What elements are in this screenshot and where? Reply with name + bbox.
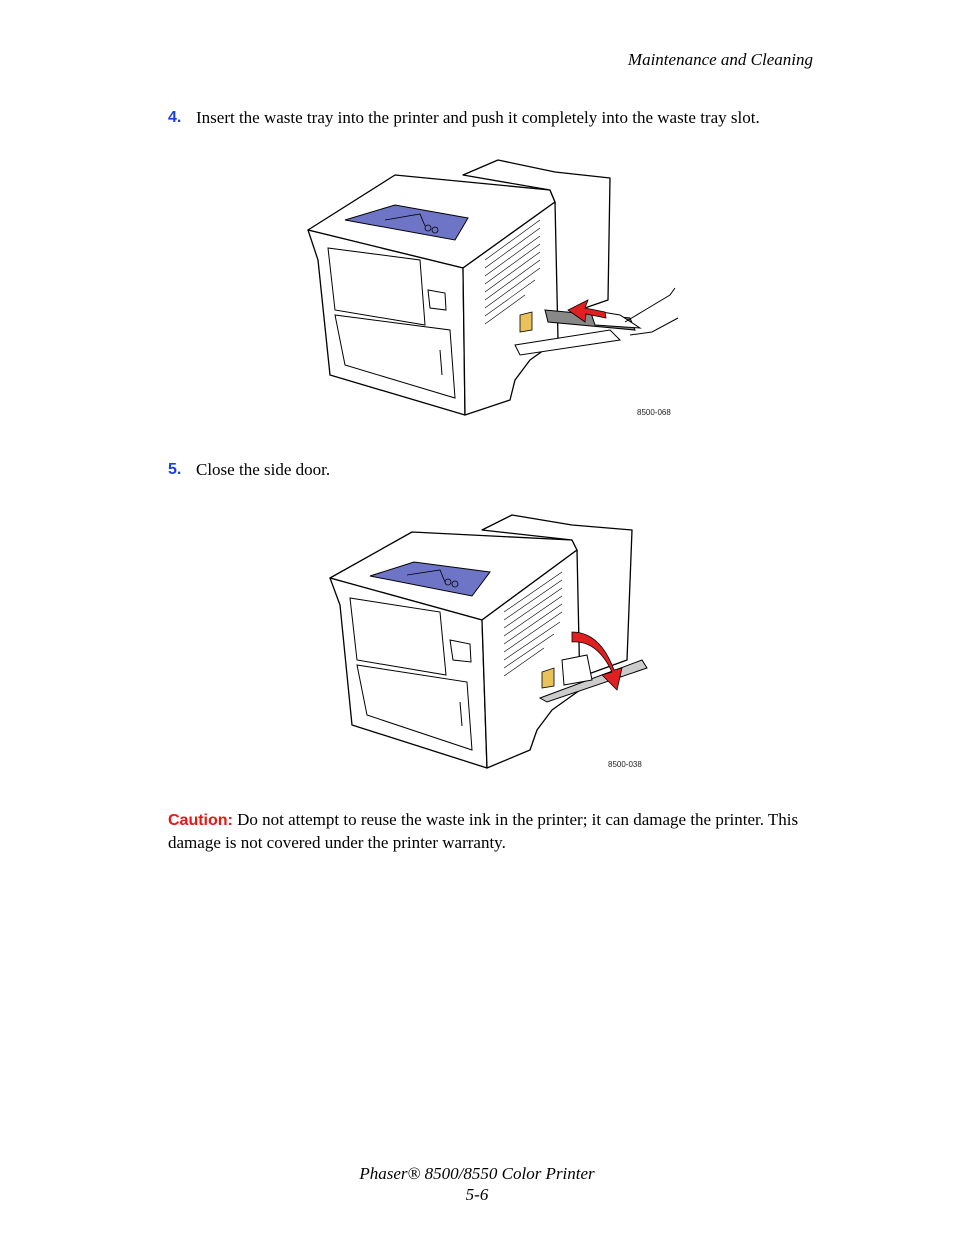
section-header: Maintenance and Cleaning [627,50,813,69]
printer-insert-waste-tray-illustration [307,159,679,416]
caution-note: Caution: Do not attempt to reuse the was… [168,809,818,854]
caution-text: Do not attempt to reuse the waste ink in… [168,810,799,852]
figure-close-side-door: 8500-038 [322,510,662,775]
step-text: Close the side door. [196,460,331,479]
caution-label: Caution: [168,812,233,829]
figure-id-label: 8500-068 [637,408,671,417]
printer-close-side-door-illustration [329,514,648,769]
step-text: Insert the waste tray into the printer a… [196,108,760,127]
figure-id-label: 8500-038 [608,760,642,769]
figure-insert-waste-tray: 8500-068 [300,150,690,425]
step-number: 5. [168,461,182,478]
footer-product: Phaser® 8500/8550 Color Printer [359,1164,595,1183]
footer-page-number: 5-6 [465,1185,489,1204]
step-number: 4. [168,109,182,126]
